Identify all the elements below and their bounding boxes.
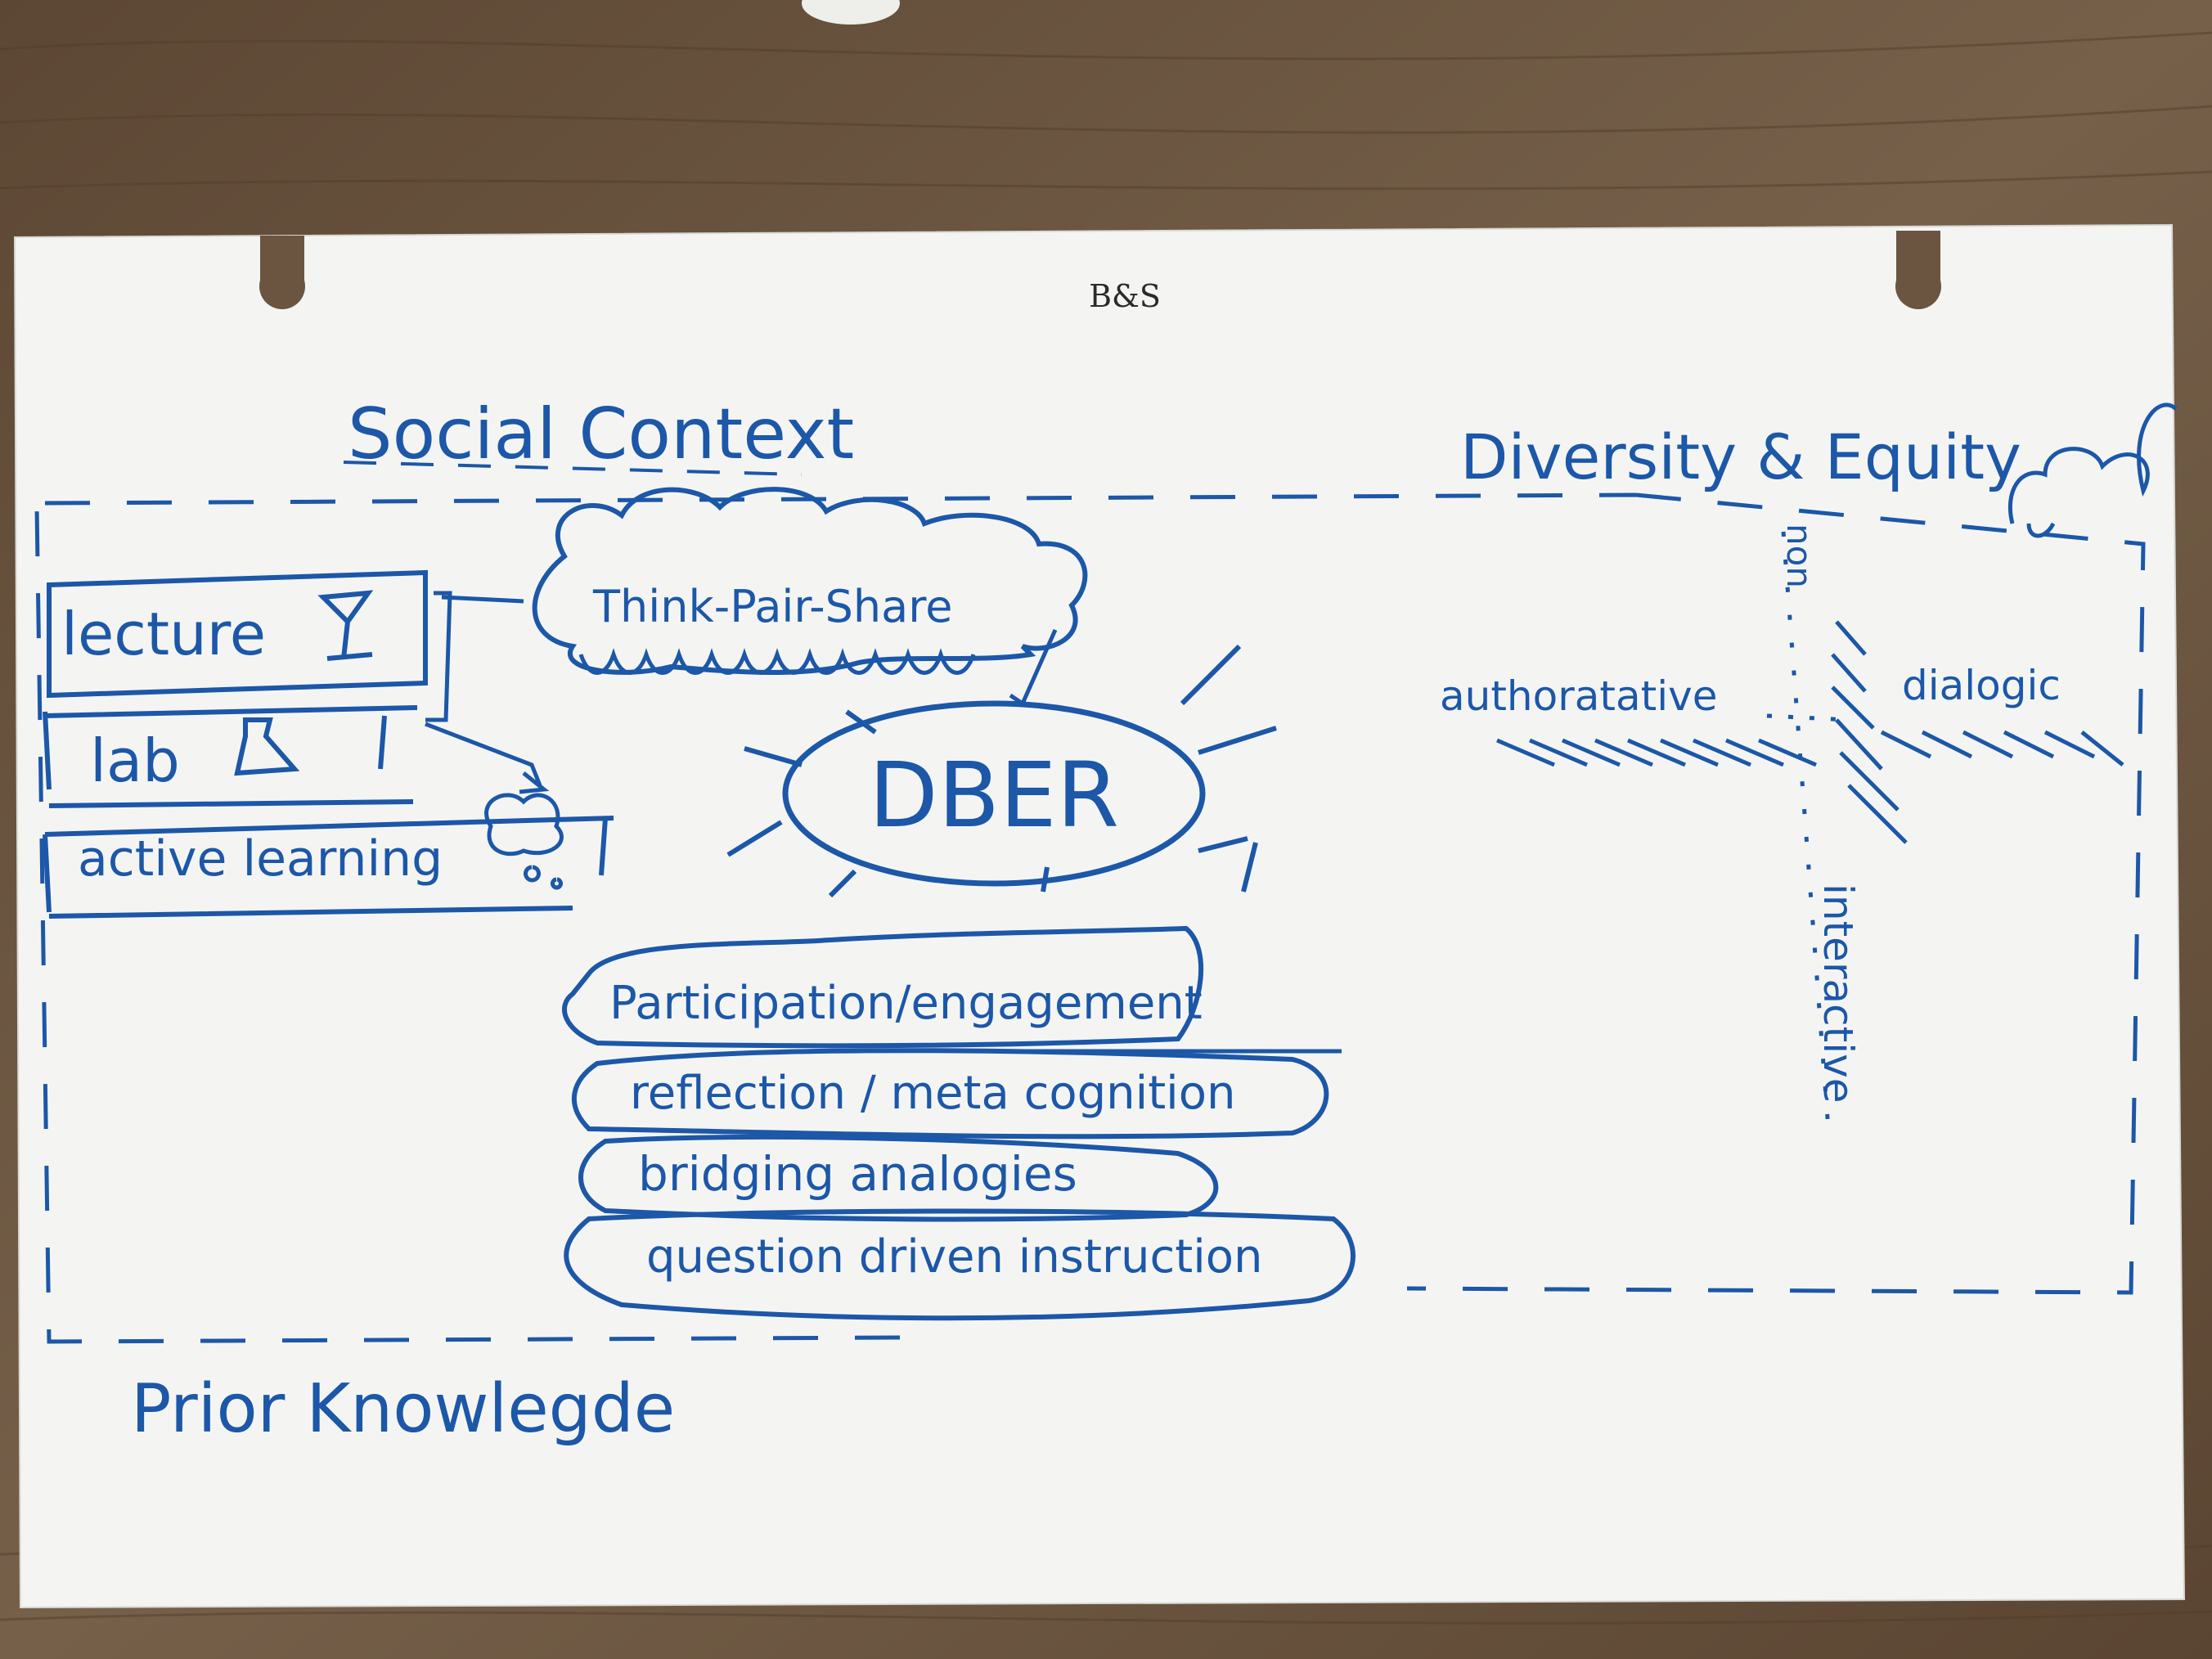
strategy-box-1 [562, 925, 1204, 1049]
social-context-label: Social Context [348, 393, 854, 475]
card-header: B&S [1089, 278, 1161, 314]
strategy-label-3: bridging analogies [638, 1146, 1077, 1202]
axes-diagram: authoratative dialogic non interactive [1440, 524, 2124, 1130]
think-pair-share-label: Think-Pair-Share [592, 581, 953, 632]
axis-label-authoritative: authoratative [1440, 672, 1718, 720]
diversity-equity-label: Diversity & Equity [1460, 420, 2021, 493]
think-pair-share-cloud [532, 487, 1088, 675]
cloud-rain [578, 648, 976, 675]
connector-arrowhead [519, 771, 550, 794]
axis-label-dialogic: dialogic [1902, 662, 2061, 709]
binder-hole-left-notch [260, 236, 304, 285]
strategy-box-2 [572, 1048, 1329, 1140]
dber-ellipse [782, 700, 1206, 887]
active-learning-label: active learning [78, 830, 443, 888]
horizontal-hatching-left [1496, 738, 1817, 767]
strategies-stack: Participation/engagement reflection / me… [562, 925, 1356, 1321]
thought-bubble-icon [484, 793, 564, 890]
active-learning-box: active learning [43, 793, 614, 919]
flask-icon [234, 717, 300, 776]
strategy-label-2: reflection / meta cognition [630, 1067, 1236, 1120]
vertical-hatching [1831, 620, 1908, 844]
axis-label-interactive: interactive [1814, 883, 1862, 1103]
dber-rays [726, 644, 1277, 898]
lecture-label: lecture [61, 600, 266, 668]
lab-box: lab [43, 705, 418, 808]
outer-dashed-region [34, 492, 2146, 1344]
horizontal-axis [1766, 713, 1850, 722]
lecture-box: lecture [47, 569, 428, 699]
lecturer-icon [317, 590, 374, 661]
binder-hole-right-notch [1896, 231, 1940, 285]
social-context-underline [343, 461, 803, 476]
strategy-label-1: Participation/engagement [609, 977, 1203, 1030]
strategy-label-4: question driven instruction [646, 1230, 1263, 1284]
horizontal-hatching-right [1880, 730, 2124, 767]
index-card [13, 223, 2186, 1609]
tree-icon [2007, 402, 2178, 538]
prior-knowledge-label: Prior Knowlegde [131, 1370, 675, 1448]
lab-label: lab [90, 726, 180, 795]
dber-label: DBER [869, 743, 1119, 847]
cup-edge [802, 0, 900, 25]
strategy-box-4 [564, 1208, 1356, 1321]
mode-connector [425, 591, 542, 786]
axis-label-non: non [1779, 524, 1819, 588]
